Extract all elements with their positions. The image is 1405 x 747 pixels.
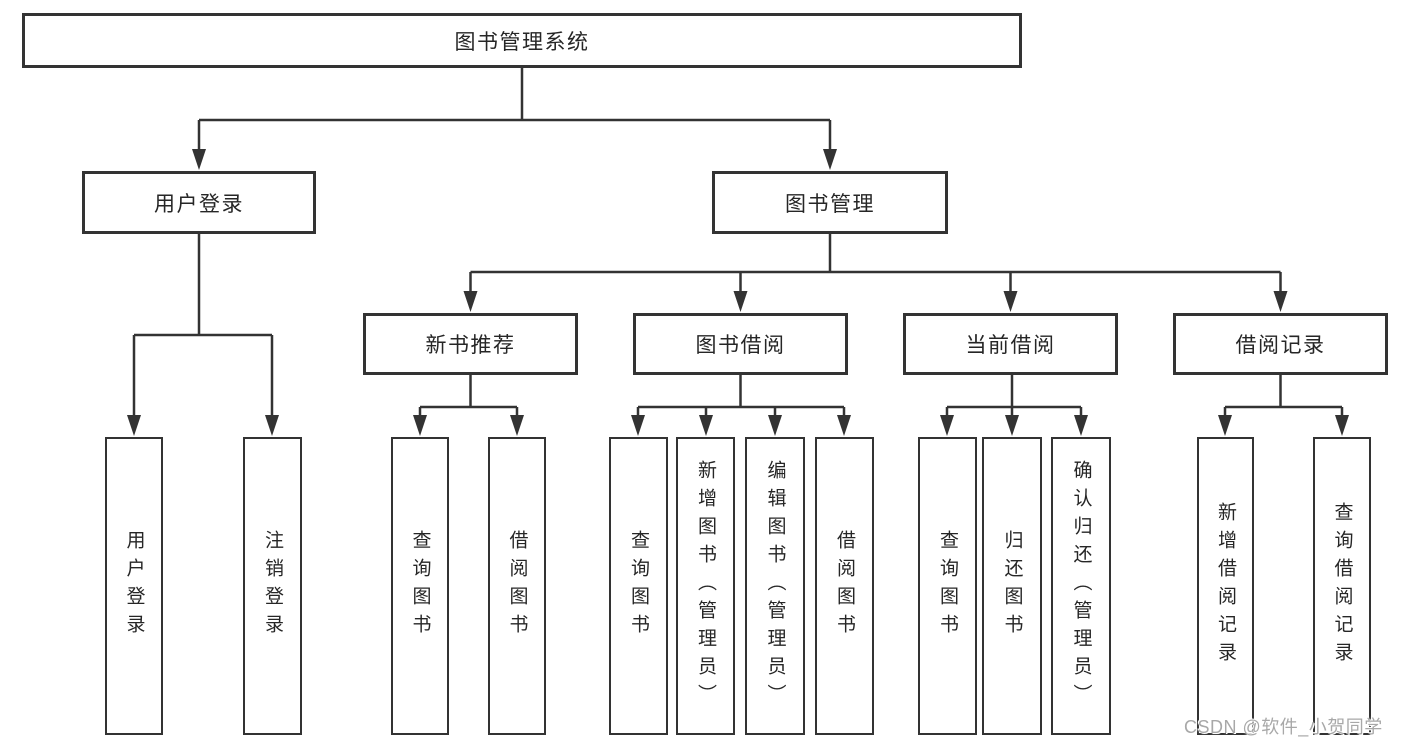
arrowhead [699,415,713,436]
node-leaf-add-borrow-record: 新增借阅记录 [1197,437,1254,735]
arrowhead [265,415,279,436]
node-leaf-borrow-book-borrowing: 借阅图书 [815,437,874,735]
node-leaf-edit-book-admin: 编辑图书（管理员） [745,437,805,735]
arrowhead [463,291,478,312]
arrowhead [837,415,851,436]
connector-root-to-level2 [197,68,832,152]
arrowhead [733,291,748,312]
node-leaf-logout: 注销登录 [243,437,302,735]
arrowhead [1003,291,1018,312]
arrowhead [823,149,837,170]
node-user-login-group: 用户登录 [82,171,316,234]
arrowhead [1005,415,1019,436]
node-leaf-query-book-current: 查询图书 [918,437,977,735]
arrowhead [413,415,427,436]
node-leaf-query-borrow-record: 查询借阅记录 [1313,437,1371,735]
node-leaf-query-book-recommend: 查询图书 [391,437,449,735]
connector-book-mgmt-to-level3 [469,234,1282,294]
node-book-management: 图书管理 [712,171,948,234]
connector-current-to-leaves [945,375,1083,418]
arrowhead [127,415,141,436]
node-new-book-recommend: 新书推荐 [363,313,578,375]
arrowhead [940,415,954,436]
node-leaf-return-book: 归还图书 [982,437,1042,735]
arrowhead [510,415,524,436]
arrowhead [1273,291,1288,312]
csdn-watermark: CSDN @软件_小贺同学 [1184,717,1383,737]
node-root-system: 图书管理系统 [22,13,1022,68]
connector-recommend-to-leaves [418,375,519,418]
node-leaf-add-book-admin: 新增图书（管理员） [676,437,735,735]
node-leaf-confirm-return-admin: 确认归还（管理员） [1051,437,1111,735]
connector-borrowing-to-leaves [636,375,846,418]
arrowhead [192,149,206,170]
connector-user-login-to-leaves [132,234,274,418]
arrowhead [1218,415,1232,436]
arrowhead [1074,415,1088,436]
arrowhead [631,415,645,436]
connector-records-to-leaves [1223,375,1344,418]
node-leaf-user-login: 用户登录 [105,437,163,735]
arrowhead [1335,415,1349,436]
node-leaf-query-book-borrowing: 查询图书 [609,437,668,735]
node-borrow-records: 借阅记录 [1173,313,1388,375]
node-book-borrowing: 图书借阅 [633,313,848,375]
node-leaf-borrow-book-recommend: 借阅图书 [488,437,546,735]
node-current-borrowing: 当前借阅 [903,313,1118,375]
arrowhead [768,415,782,436]
